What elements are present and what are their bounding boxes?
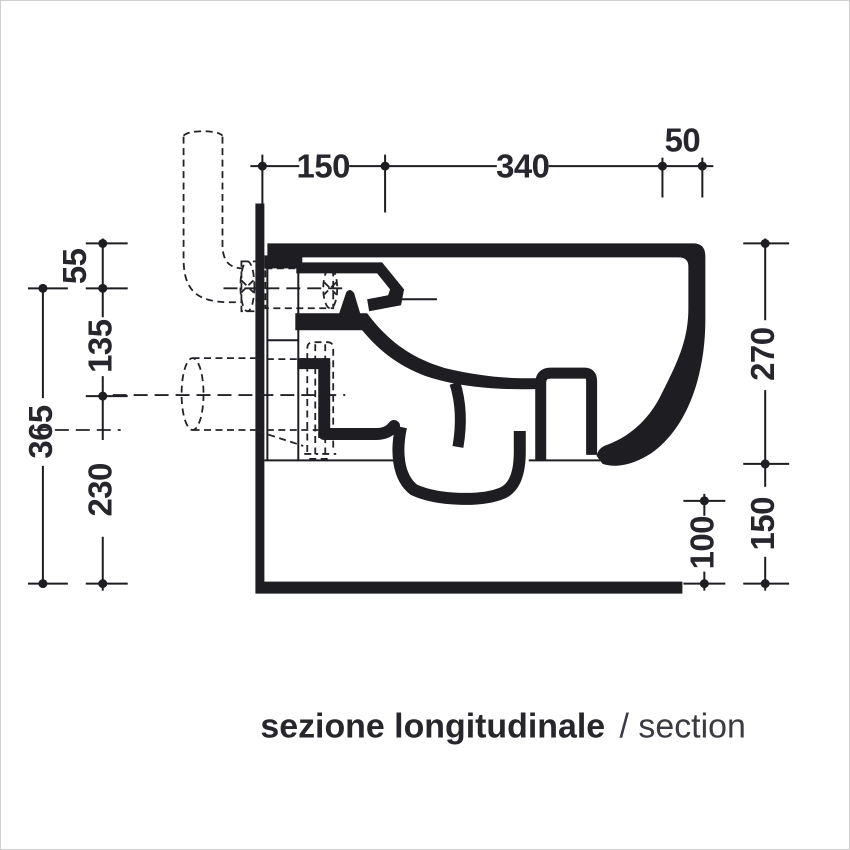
mounting-bar-vertical <box>318 362 331 438</box>
flush-rim-channel <box>296 262 405 312</box>
dim-label-right-270: 270 <box>744 327 781 380</box>
inlet-spud-dashed <box>223 267 346 310</box>
outlet-channel-bar <box>318 420 401 440</box>
dim-label-left-55: 55 <box>56 248 93 284</box>
dim-label-top-50: 50 <box>665 122 701 159</box>
dim-label-top-150: 150 <box>297 148 350 185</box>
caption-english: / section <box>620 707 746 745</box>
dim-label-left-135: 135 <box>82 319 119 373</box>
dimension-chain-left: 55 135 230 365 <box>22 238 128 591</box>
dim-label-right-150: 150 <box>744 497 781 550</box>
weir-outline <box>535 367 598 461</box>
dim-label-top-340: 340 <box>496 148 549 185</box>
dim-label-right-100: 100 <box>683 516 720 569</box>
water-inlet-pipe-dashed <box>182 130 259 313</box>
svg-text:sezione longitudinale /: sezione longitudinale / section <box>260 707 745 745</box>
ceramic-body-section <box>264 243 706 505</box>
rim-wall-block <box>264 255 303 269</box>
trap-siphon <box>392 425 526 505</box>
hidden-dashed-lines <box>33 130 346 460</box>
caption-italian: sezione longitudinale <box>260 707 605 745</box>
top-rim-and-outer-shell <box>267 243 706 466</box>
waste-pipe-dashed <box>33 357 346 431</box>
dimension-chain-top: 150 340 50 <box>250 122 714 213</box>
caption: sezione longitudinale / section <box>260 707 745 745</box>
outlet-partition <box>449 381 466 448</box>
dimension-chain-right: 270 150 100 <box>683 238 790 591</box>
dim-label-left-230: 230 <box>82 463 119 516</box>
dim-label-left-365: 365 <box>22 405 59 459</box>
spreader-and-bowl-surface <box>295 290 536 390</box>
